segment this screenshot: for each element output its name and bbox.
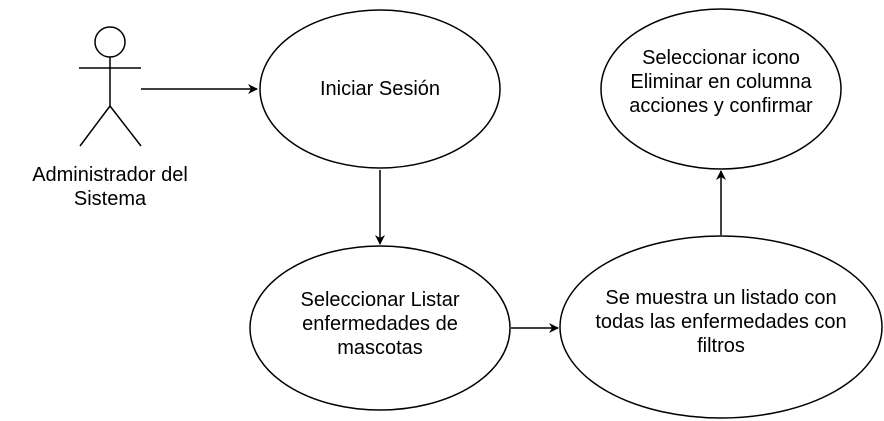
actor-head (94, 26, 126, 58)
actor-right-leg (109, 105, 142, 147)
actor-left-leg (79, 105, 111, 147)
use-case-login-label: Iniciar Sesión (319, 78, 441, 100)
use-case-list-ellipse (249, 245, 511, 411)
use-case-delete-ellipse (600, 8, 842, 170)
actor-figure (79, 26, 142, 147)
use-case-shown-ellipse (559, 235, 883, 419)
use-case-login-ellipse (259, 9, 501, 169)
